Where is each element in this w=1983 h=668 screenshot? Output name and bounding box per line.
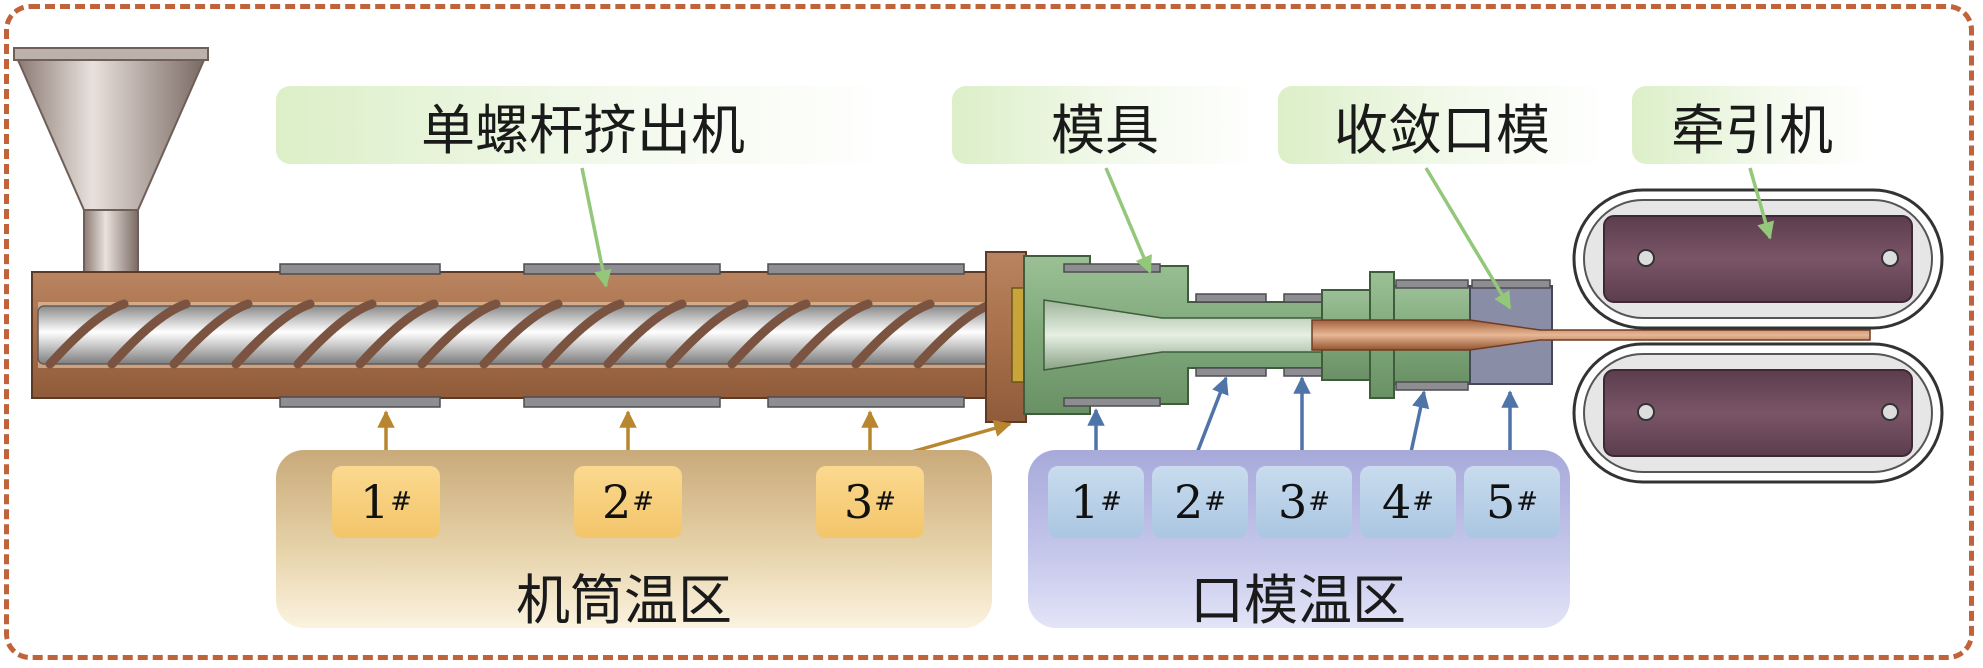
barrel-zone-1: 1#: [332, 466, 440, 538]
barrel-heater-bands: [279, 263, 965, 408]
mold-body: [1023, 255, 1323, 415]
barrel-zone-3: 3#: [816, 466, 924, 538]
die-label: 收敛口模: [1278, 86, 1606, 164]
extrudate-rod: [1311, 319, 1871, 351]
dashed-frame: [4, 4, 1974, 660]
extruder-label: 单螺杆挤出机: [276, 86, 890, 164]
die-zone-title: 口模温区: [1190, 569, 1406, 632]
mold-label: 模具: [952, 86, 1258, 164]
puller-label: 牵引机: [1632, 86, 1872, 164]
die-zone-3: 3#: [1256, 466, 1352, 538]
extruder-pointer: [580, 167, 612, 288]
barrel-zone-title: 机筒温区: [516, 569, 732, 632]
die-pointer: [1424, 167, 1512, 310]
die-zone-4: 4#: [1360, 466, 1456, 538]
screw: [37, 299, 1013, 369]
mold-heater-bands: [1063, 263, 1355, 407]
die-zone-2: 2#: [1152, 466, 1248, 538]
die-zone-1: 1#: [1048, 466, 1144, 538]
puller-machine: [1572, 188, 1944, 484]
barrel-zone-2: 2#: [574, 466, 682, 538]
label-pointer-arrows: [580, 167, 1775, 310]
screw-flight: [45, 299, 997, 369]
puller-pointer: [1748, 167, 1775, 240]
hopper: [13, 47, 209, 291]
die-zone-5: 5#: [1464, 466, 1560, 538]
mold-pointer: [1104, 167, 1152, 274]
